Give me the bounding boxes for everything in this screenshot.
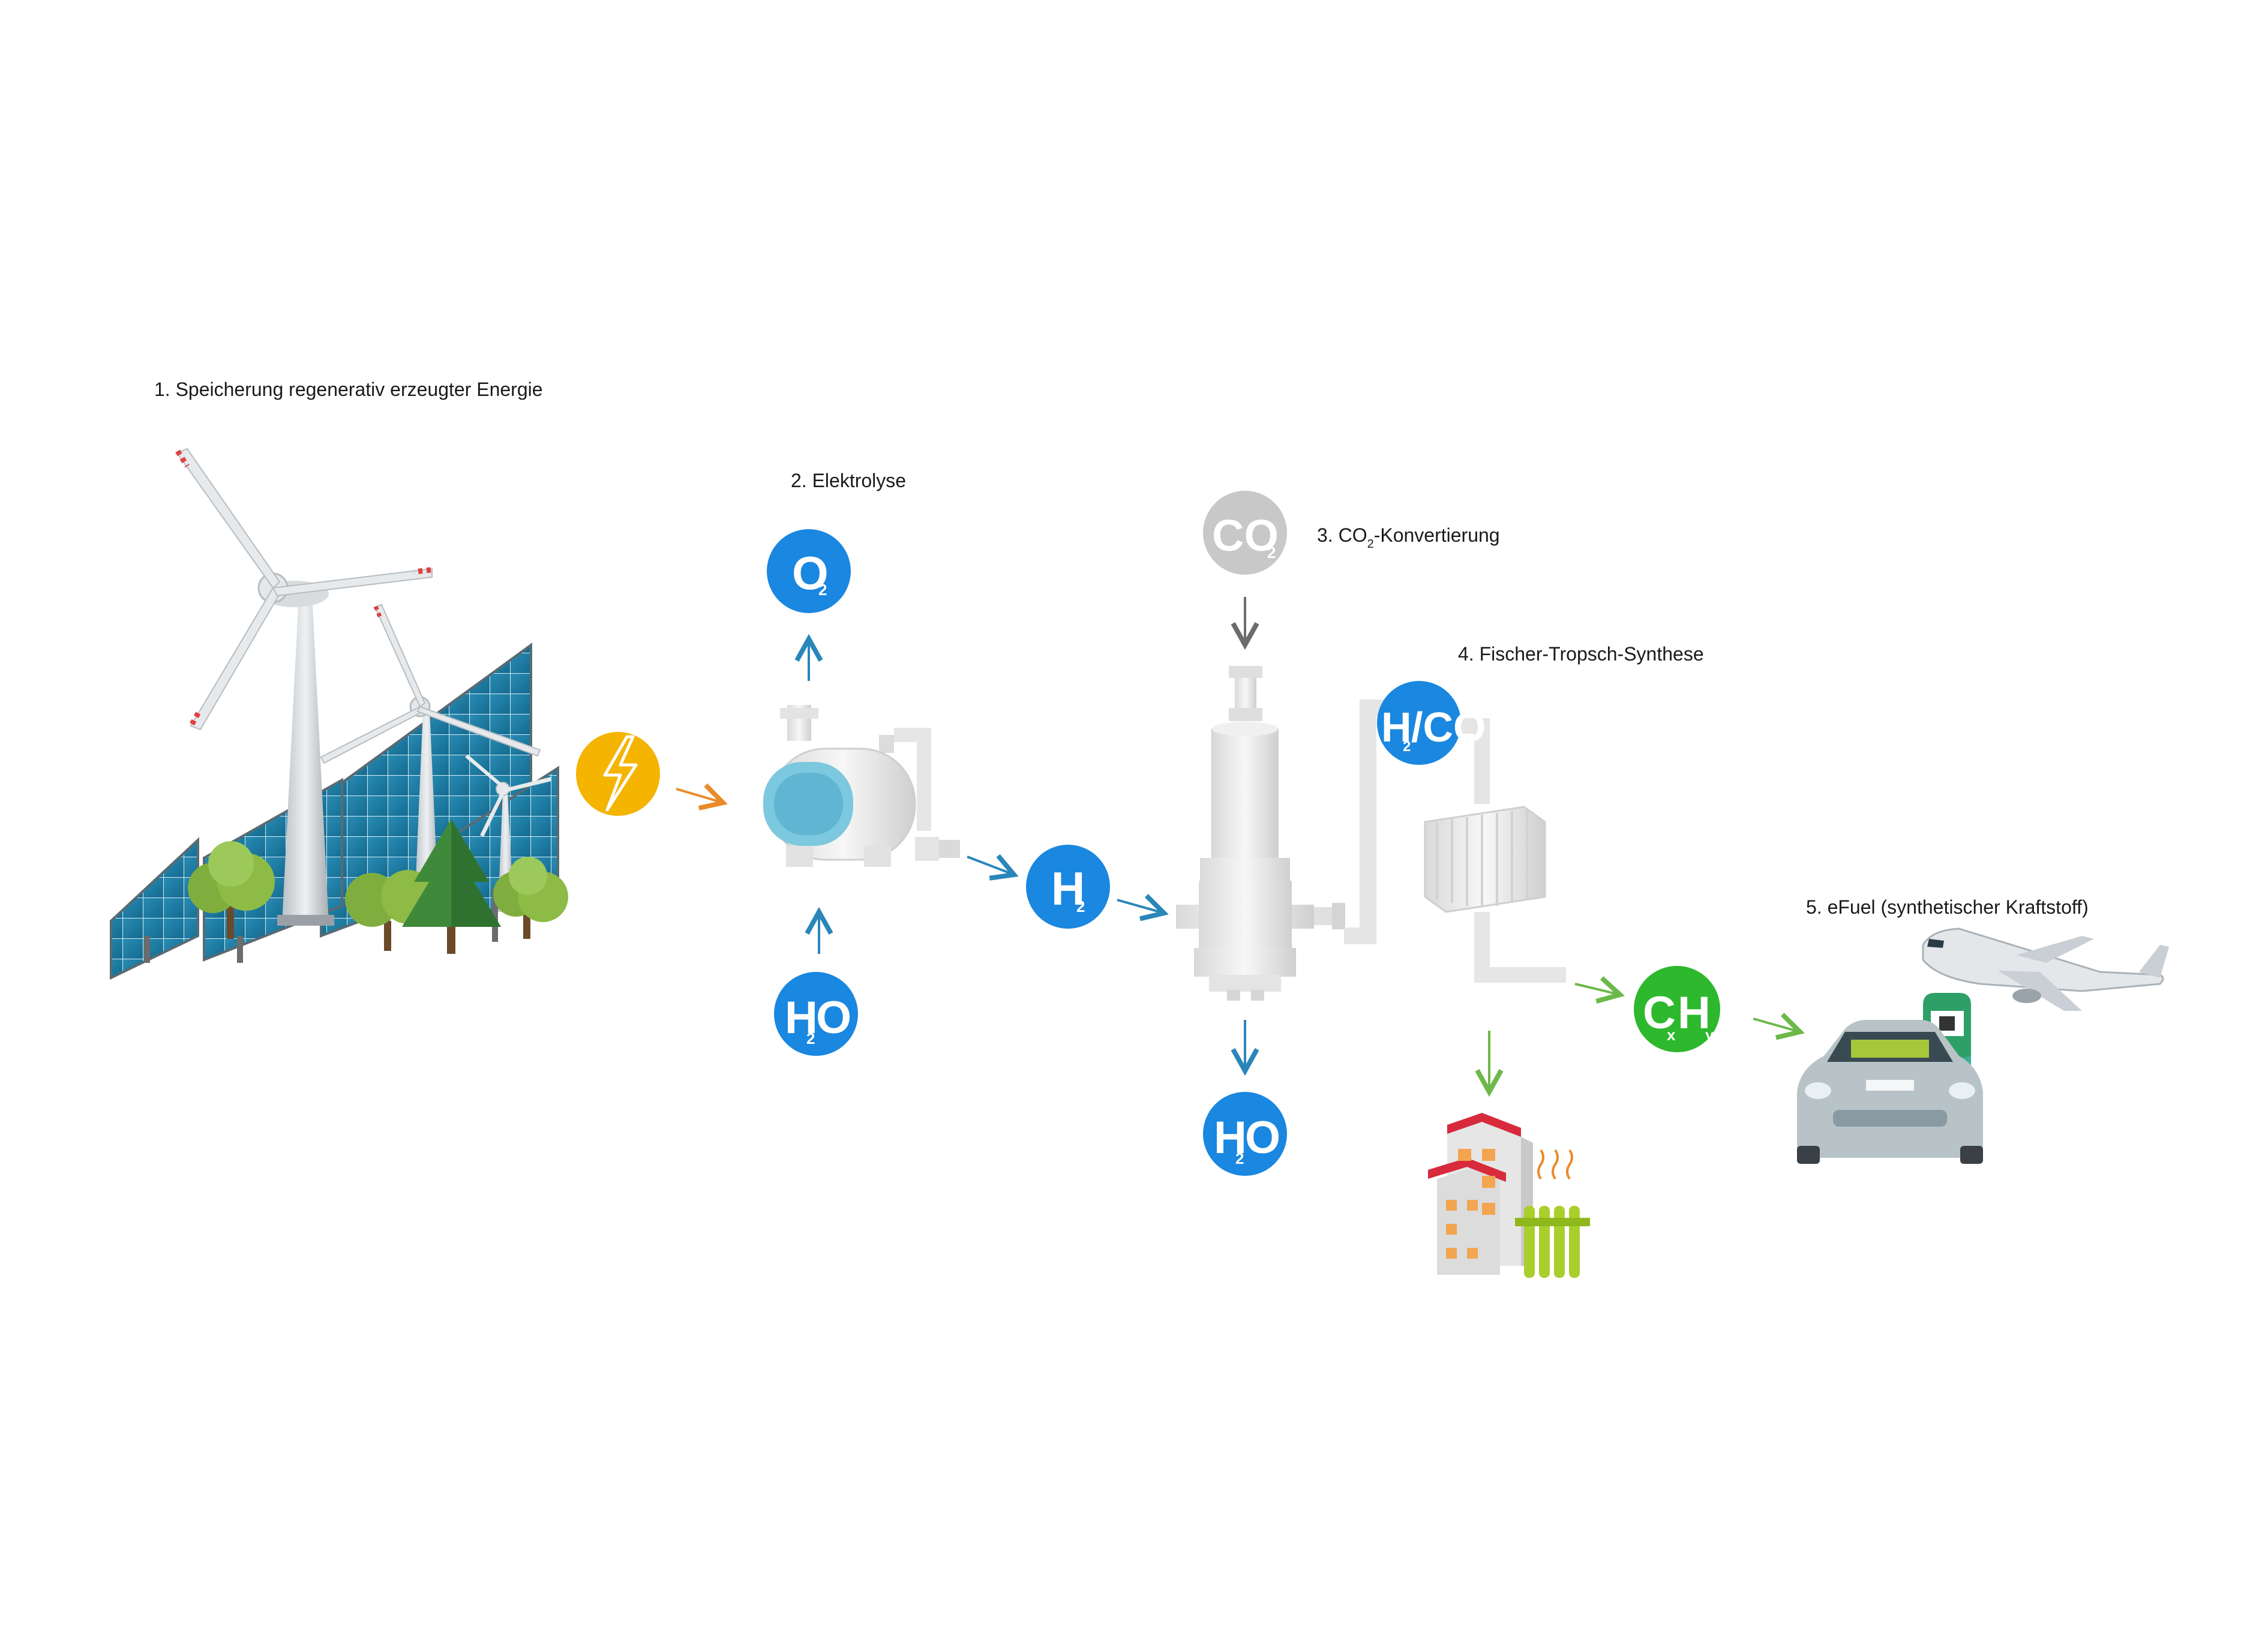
h2o-input-sub: 2 — [806, 1029, 815, 1047]
fischer-tropsch-reactor-icon — [1424, 718, 1566, 983]
co2-molecule: CO 2 — [1203, 491, 1287, 575]
renewable-sources-icon — [110, 448, 568, 980]
step4-label: 4. Fischer-Tropsch-Synthese — [1458, 643, 1704, 665]
h2o-output-sub: 2 — [1235, 1149, 1244, 1167]
co2-main: CO — [1212, 511, 1279, 560]
h2-molecule: H 2 — [1026, 845, 1110, 929]
buildings-heating-icon — [1428, 1113, 1590, 1278]
arrow-electrolysis-to-h2 — [967, 857, 1014, 875]
electrolyzer-icon — [763, 705, 960, 867]
step1-label: 1. Speicherung regenerativ erzeugter Ene… — [154, 379, 543, 400]
fuel-sub-y: y — [1705, 1026, 1714, 1044]
h2o-output-o: O — [1245, 1112, 1280, 1163]
fuel-h: H — [1678, 987, 1711, 1038]
step2-label: 2. Elektrolyse — [791, 470, 906, 491]
h2-main: H — [1051, 862, 1085, 915]
fuel-molecule: C x H y — [1634, 966, 1720, 1052]
h2o-input-h: H — [785, 992, 818, 1043]
syngas-sub: 2 — [1403, 739, 1411, 755]
h2o-output-molecule: H 2 O — [1203, 1092, 1287, 1176]
arrow-h2-to-conversion — [1117, 900, 1164, 913]
conversion-column-icon — [1176, 666, 1392, 1001]
arrow-fuel-to-transport — [1753, 1019, 1800, 1032]
o2-sub: 2 — [818, 581, 827, 599]
arrow-energy-to-electrolysis — [676, 789, 723, 803]
step3-label-sub: 2 — [1367, 538, 1374, 551]
step3-label-prefix: 3. CO — [1317, 524, 1367, 546]
step3-label-suffix: -Konvertierung — [1374, 524, 1500, 546]
h2o-input-o: O — [816, 992, 851, 1043]
syngas-h: H — [1381, 704, 1412, 751]
energy-icon — [576, 732, 660, 816]
step3-label: 3. CO2-Konvertierung — [1317, 524, 1500, 551]
h2o-input-molecule: H 2 O — [774, 972, 858, 1056]
h2o-output-h: H — [1214, 1112, 1247, 1163]
syngas-molecule: H 2 /CO — [1377, 681, 1486, 765]
fuel-sub-x: x — [1667, 1026, 1676, 1044]
syngas-co: /CO — [1411, 704, 1486, 751]
o2-main: O — [792, 547, 829, 599]
o2-molecule: O 2 — [767, 529, 851, 613]
transport-icon — [1797, 927, 2169, 1164]
step5-label: 5. eFuel (synthetischer Kraftstoff) — [1806, 896, 2089, 918]
arrow-synthesis-to-fuel — [1574, 984, 1620, 995]
h2-sub: 2 — [1076, 897, 1085, 915]
co2-sub: 2 — [1267, 544, 1276, 562]
fuel-c: C — [1643, 987, 1676, 1038]
